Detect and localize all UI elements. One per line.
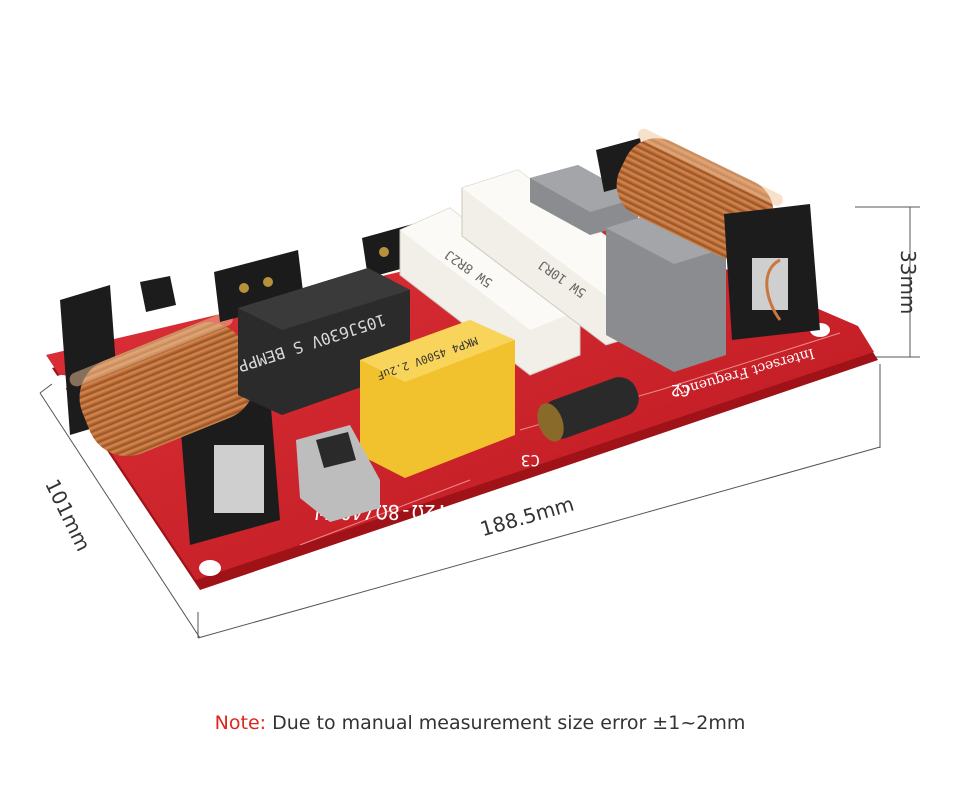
gray-capacitor-large <box>606 212 726 372</box>
height-dimension-label: 33mm <box>896 250 920 315</box>
measurement-note: Note: Due to manual measurement size err… <box>0 712 960 734</box>
dimension-lines <box>39 206 920 639</box>
board-ref-c2: C2 <box>671 381 690 400</box>
gray-capacitor-small <box>530 165 638 235</box>
cylinder-component <box>537 377 639 442</box>
note-text: Due to manual measurement size error ±1~… <box>266 712 746 734</box>
right-inductor <box>596 128 820 340</box>
resistor-1: 5W 8R2J <box>399 207 581 376</box>
yellow-capacitor: MKP4 4500V 2.2uF <box>360 320 515 478</box>
board-ref-c3: C3 <box>521 451 540 470</box>
note-prefix: Note: <box>214 712 267 734</box>
left-inductor <box>60 276 280 545</box>
slide-switch <box>296 425 380 522</box>
